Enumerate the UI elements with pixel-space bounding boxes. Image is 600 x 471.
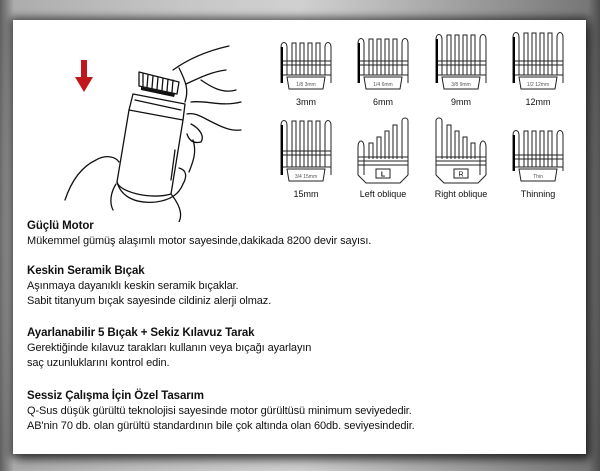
comb-3mm: 1/8 3mm 3mm (273, 33, 339, 107)
comb-9mm: 3/8 9mm 9mm (428, 29, 494, 107)
comb-12mm: 1/2 12mm 12mm (505, 27, 571, 107)
section-line: Mükemmel gümüş alaşımlı motor sayesinde,… (27, 235, 372, 247)
section-line: Aşınmaya dayanıklı keskin seramik bıçakl… (27, 280, 239, 292)
comb-right-oblique: R Right oblique (428, 115, 494, 199)
svg-text:L: L (381, 172, 386, 179)
svg-text:Thin: Thin (533, 174, 543, 180)
comb-label: 6mm (373, 97, 393, 107)
hand-clipper-drawing (64, 45, 242, 223)
section-adjustable: Ayarlanabilir 5 Bıçak + Sekiz Kılavuz Ta… (27, 326, 311, 371)
section-line: AB'nin 70 db. olan gürültü standardının … (27, 420, 415, 432)
comb-label: 9mm (451, 97, 471, 107)
svg-text:3/4 15mm: 3/4 15mm (295, 174, 317, 180)
comb-standard-icon: 3/4 15mm (280, 120, 332, 182)
comb-thinning-icon: Thin (512, 130, 564, 182)
comb-label: Left oblique (359, 189, 407, 199)
clipper-illustration (61, 32, 261, 223)
svg-text:1/8 3mm: 1/8 3mm (296, 82, 315, 88)
section-title: Ayarlanabilir 5 Bıçak + Sekiz Kılavuz Ta… (27, 327, 255, 339)
section-line: Sabit titanyum bıçak sayesinde cildiniz … (27, 295, 272, 307)
svg-text:R: R (458, 172, 463, 179)
section-line: Gerektiğinde kılavuz tarakları kullanın … (27, 342, 312, 354)
down-arrow-icon (75, 60, 93, 92)
section-line: Q-Sus düşük gürültü teknolojisi sayesind… (27, 405, 412, 417)
section-blade: Keskin Seramik Bıçak Aşınmaya dayanıklı … (27, 264, 271, 309)
comb-6mm: 1/4 6mm 6mm (350, 31, 416, 107)
section-title: Güçlü Motor (27, 220, 94, 232)
comb-left-oblique: L Left oblique (350, 115, 416, 199)
section-silent: Sessiz Çalışma İçin Özel Tasarım Q-Sus d… (27, 389, 415, 434)
comb-left-oblique-icon: L (357, 117, 409, 184)
guide-combs-grid: 1/8 3mm 3mm 1/4 6mm 6mm (273, 31, 583, 213)
comb-label: Thinning (520, 189, 556, 199)
section-line: saç uzunluklarını kontrol edin. (27, 357, 170, 369)
comb-label: Right oblique (434, 189, 488, 199)
section-motor: Güçlü Motor Mükemmel gümüş alaşımlı moto… (27, 219, 371, 249)
comb-label: 3mm (296, 97, 316, 107)
section-title: Keskin Seramik Bıçak (27, 265, 145, 277)
comb-15mm: 3/4 15mm 15mm (273, 115, 339, 199)
comb-right-oblique-icon: R (435, 117, 487, 184)
comb-standard-icon: 1/2 12mm (512, 32, 564, 90)
comb-standard-icon: 1/4 6mm (357, 38, 409, 90)
comb-standard-icon: 3/8 9mm (435, 34, 487, 90)
svg-text:1/2 12mm: 1/2 12mm (527, 82, 549, 88)
manual-page: 1/8 3mm 3mm 1/4 6mm 6mm (13, 20, 586, 454)
comb-label: 15mm (293, 189, 319, 199)
comb-standard-icon: 1/8 3mm (280, 42, 332, 90)
section-title: Sessiz Çalışma İçin Özel Tasarım (27, 390, 204, 402)
svg-text:3/8 9mm: 3/8 9mm (451, 82, 470, 88)
svg-text:1/4 6mm: 1/4 6mm (373, 82, 392, 88)
comb-thinning: Thin Thinning (505, 115, 571, 199)
comb-label: 12mm (525, 97, 551, 107)
